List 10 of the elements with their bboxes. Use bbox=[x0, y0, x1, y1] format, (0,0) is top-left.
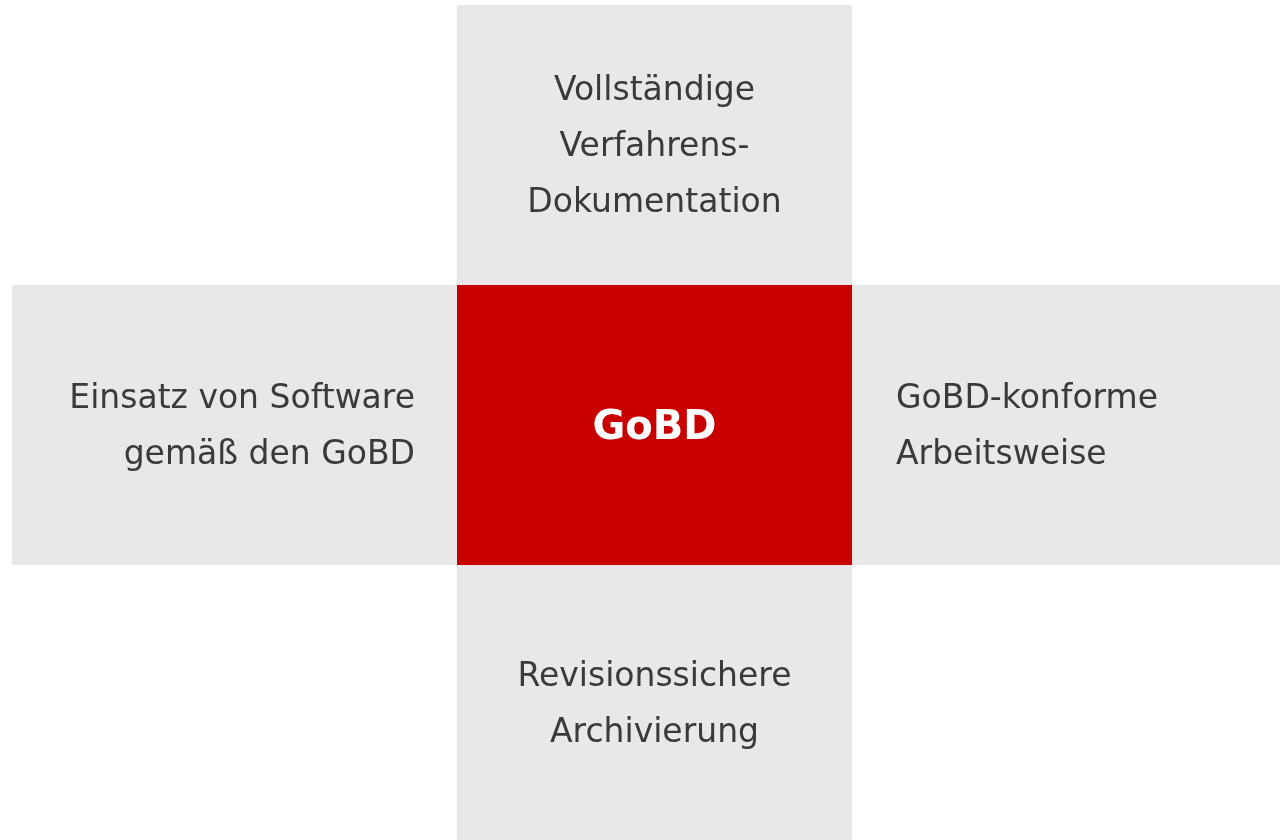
center-title: GoBD bbox=[592, 401, 717, 450]
topic-text: GoBD-konforme Arbeitsweise bbox=[896, 376, 1159, 474]
topic-box bbox=[457, 565, 852, 840]
topic-text: Revisionssichere Archivierung bbox=[516, 653, 793, 752]
topic-text: Einsatz von Software gemäß den GoBD bbox=[68, 376, 415, 474]
center-box bbox=[457, 285, 852, 565]
topic-box bbox=[12, 285, 457, 565]
topic-box bbox=[457, 5, 852, 285]
topic-text: Vollständige Verfahrens-Dokumentation bbox=[526, 68, 783, 222]
topic-box bbox=[852, 285, 1280, 565]
